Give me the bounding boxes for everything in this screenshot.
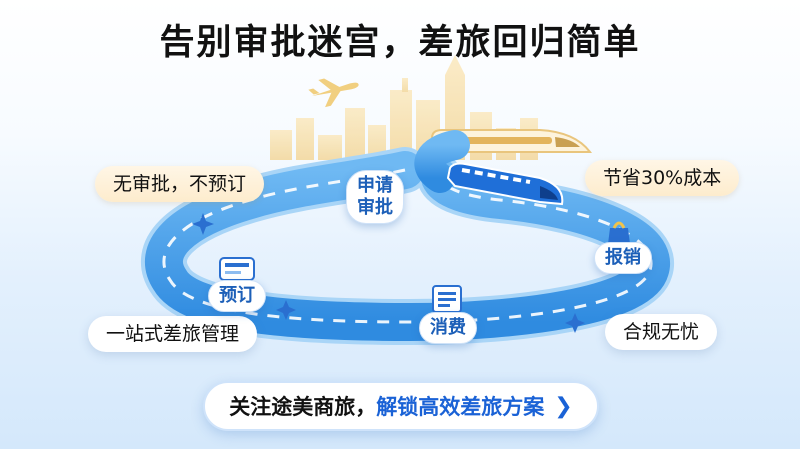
- sparkle-icon: [192, 213, 585, 333]
- step-apply-label: 申请: [357, 175, 393, 196]
- step-apply-approve: 申请 审批: [346, 170, 404, 224]
- blue-train-icon: [446, 162, 564, 206]
- step-reimburse-label: 报销: [594, 242, 652, 274]
- feature-compliance: 合规无忧: [605, 314, 718, 350]
- feature-no-approval: 无审批，不预订: [95, 166, 265, 202]
- cta-prefix: 关注途美商旅，: [229, 395, 377, 419]
- airplane-icon: [308, 78, 359, 108]
- follow-cta-button[interactable]: 关注途美商旅， 解锁高效差旅方案 ❯: [203, 381, 599, 431]
- step-reimburse: 报销: [594, 242, 652, 274]
- step-book-label: 预订: [208, 280, 266, 312]
- feature-save-cost: 节省30%成本: [585, 160, 740, 196]
- receipt-icon: [432, 285, 462, 313]
- step-approve-label: 审批: [357, 197, 393, 218]
- order-card-icon: [219, 257, 255, 281]
- cta-highlight: 解锁高效差旅方案: [376, 395, 545, 419]
- bag-icon: [608, 221, 630, 244]
- page-title: 告别审批迷宫，差旅回归简单: [159, 23, 641, 63]
- feature-one-stop: 一站式差旅管理: [88, 316, 258, 352]
- step-book: 预订: [208, 280, 266, 312]
- chevron-right-icon: ❯: [554, 393, 573, 419]
- step-consume-label: 消费: [419, 312, 477, 344]
- step-consume: 消费: [419, 312, 477, 344]
